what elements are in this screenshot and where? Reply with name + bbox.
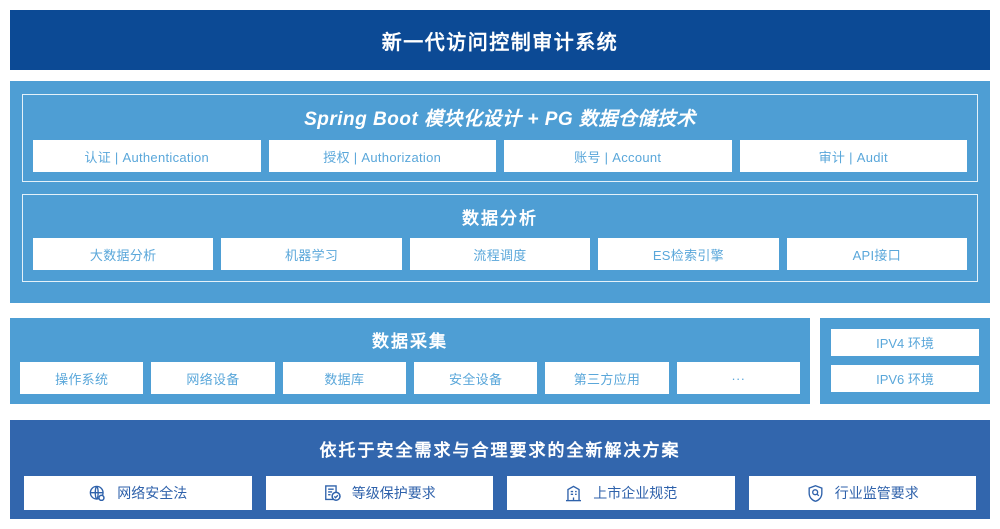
module-chip-authentication[interactable]: 认证 | Authentication <box>33 140 261 172</box>
data-analysis-group: 数据分析 大数据分析 机器学习 流程调度 ES检索引擎 API接口 <box>22 194 978 282</box>
collection-chip-database[interactable]: 数据库 <box>282 362 406 394</box>
spring-boot-heading: Spring Boot 模块化设计 + PG 数据仓储技术 <box>304 109 696 130</box>
analysis-chip-machine-learning[interactable]: 机器学习 <box>221 238 402 270</box>
compliance-label-classified-protection: 等级保护要求 <box>351 485 436 501</box>
environment-chip-ipv6[interactable]: IPV6 环境 <box>831 365 979 392</box>
environment-items: IPV4 环境 IPV6 环境 <box>820 318 990 403</box>
collection-chip-network-device[interactable]: 网络设备 <box>151 362 275 394</box>
compliance-chip-classified-protection[interactable]: 等级保护要求 <box>265 476 493 510</box>
spring-boot-items: 认证 | Authentication 授权 | Authorization 账… <box>23 140 977 172</box>
analysis-chip-process-scheduling[interactable]: 流程调度 <box>409 238 591 270</box>
analysis-chip-bigdata[interactable]: 大数据分析 <box>32 238 214 270</box>
collection-chip-more[interactable]: ··· <box>676 362 800 394</box>
environment-panel: IPV4 环境 IPV6 环境 <box>820 318 990 404</box>
page-title: 新一代访问控制审计系统 <box>381 31 619 54</box>
data-analysis-heading: 数据分析 <box>462 209 538 228</box>
module-chip-audit[interactable]: 审计 | Audit <box>739 140 967 172</box>
data-analysis-items: 大数据分析 机器学习 流程调度 ES检索引擎 API接口 <box>23 238 977 270</box>
compliance-heading: 依托于安全需求与合理要求的全新解决方案 <box>319 441 681 460</box>
platform-panel: Spring Boot 模块化设计 + PG 数据仓储技术 认证 | Authe… <box>10 81 990 303</box>
analysis-chip-api[interactable]: API接口 <box>786 238 968 270</box>
compliance-chip-industry-regulation[interactable]: 行业监管要求 <box>748 476 976 510</box>
compliance-chip-cybersecurity-law[interactable]: 网络安全法 <box>24 476 252 510</box>
globe-icon <box>88 484 107 503</box>
compliance-items: 网络安全法 等级保护要求 <box>10 476 990 510</box>
collection-chip-security-device[interactable]: 安全设备 <box>413 362 538 394</box>
compliance-label-listed-company-standard: 上市企业规范 <box>593 485 678 501</box>
data-collection-items: 操作系统 网络设备 数据库 安全设备 第三方应用 ··· <box>10 362 810 394</box>
spring-boot-group: Spring Boot 模块化设计 + PG 数据仓储技术 认证 | Authe… <box>22 94 978 182</box>
compliance-chip-listed-company-standard[interactable]: 上市企业规范 <box>507 476 735 510</box>
analysis-chip-es-search[interactable]: ES检索引擎 <box>598 238 779 270</box>
module-chip-authorization[interactable]: 授权 | Authorization <box>268 140 496 172</box>
page-title-bar: 新一代访问控制审计系统 <box>10 10 990 70</box>
building-icon <box>564 484 583 503</box>
compliance-label-industry-regulation: 行业监管要求 <box>834 485 919 501</box>
document-check-icon <box>323 484 342 503</box>
data-collection-heading: 数据采集 <box>372 332 448 351</box>
module-chip-account[interactable]: 账号 | Account <box>504 140 732 172</box>
compliance-label-cybersecurity-law: 网络安全法 <box>117 485 188 501</box>
data-collection-panel: 数据采集 操作系统 网络设备 数据库 安全设备 第三方应用 ··· <box>10 318 810 404</box>
shield-search-icon <box>806 484 825 503</box>
compliance-panel: 依托于安全需求与合理要求的全新解决方案 网络安全法 <box>10 420 990 519</box>
environment-chip-ipv4[interactable]: IPV4 环境 <box>831 329 979 356</box>
collection-chip-operating-system[interactable]: 操作系统 <box>20 362 144 394</box>
collection-chip-third-party-app[interactable]: 第三方应用 <box>545 362 669 394</box>
